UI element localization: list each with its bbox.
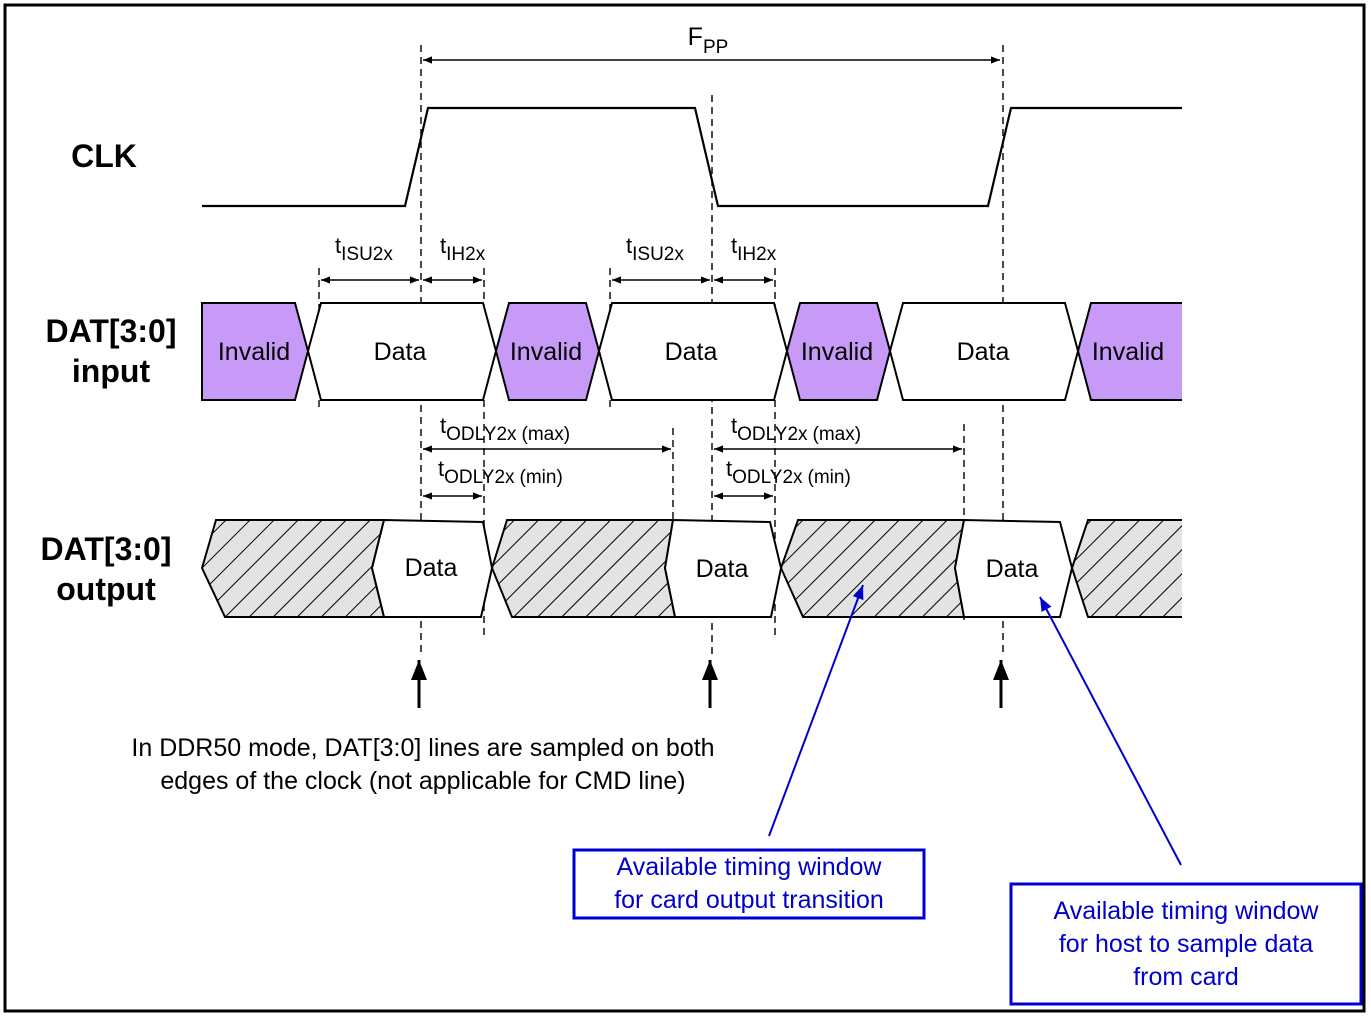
input-segment-label-5: Invalid	[801, 338, 873, 366]
output-transition-window-1	[200, 519, 386, 618]
callout-card-line1: Available timing window	[617, 853, 883, 881]
input-segment-label-6: Data	[957, 338, 1010, 366]
callout-host-line2: for host to sample data	[1059, 930, 1313, 958]
callout-host-line1: Available timing window	[1054, 897, 1320, 925]
output-data-window-1	[370, 518, 494, 618]
output-transition-window-4	[1070, 519, 1182, 618]
odly-max-label-1: tODLY2x(max)	[440, 413, 570, 445]
period-label: FPP	[688, 23, 729, 58]
callout-host-box	[1009, 882, 1363, 1006]
output-data-window-2	[663, 518, 783, 618]
setup-time-label-2: tISU2x	[626, 233, 684, 265]
input-segment-label-7: Invalid	[1092, 338, 1164, 366]
callout-host-line3: from card	[1133, 963, 1239, 991]
input-segment-label-4: Data	[665, 338, 718, 366]
dat-input-label-line1: DAT[3:0]	[46, 313, 177, 349]
setup-time-label-1: tISU2x	[335, 233, 393, 265]
hold-time-label-2: tIH2x	[731, 233, 777, 265]
sampling-note-line2: edges of the clock (not applicable for C…	[160, 767, 685, 795]
output-data-label-2: Data	[696, 555, 749, 583]
odly-max-label-2: tODLY2x(max)	[731, 413, 861, 445]
sampling-note-line1: In DDR50 mode, DAT[3:0] lines are sample…	[131, 734, 714, 762]
odly-min-label-2: tODLY2x(min)	[726, 456, 851, 488]
callout-card-box	[572, 848, 926, 920]
clk-waveform	[202, 106, 1182, 208]
output-data-label-1: Data	[405, 554, 458, 582]
output-data-window-3	[953, 518, 1074, 618]
input-segment-invalid-1	[201, 302, 310, 401]
input-segment-label-1: Invalid	[218, 338, 290, 366]
input-segment-label-2: Data	[374, 338, 427, 366]
callout-card-line2: for card output transition	[614, 886, 884, 914]
input-segment-invalid-4	[1076, 302, 1182, 401]
dat-output-label-line2: output	[56, 571, 156, 607]
callout-host-arrow	[1039, 596, 1182, 866]
output-transition-window-3	[779, 519, 966, 618]
dat-input-label-line2: input	[72, 353, 151, 389]
odly-min-label-1: tODLY2x(min)	[438, 456, 563, 488]
hold-time-label-1: tIH2x	[440, 233, 486, 265]
input-segment-label-3: Invalid	[510, 338, 582, 366]
callout-card-arrow	[768, 584, 864, 837]
output-data-label-3: Data	[986, 555, 1039, 583]
dat-output-label-line1: DAT[3:0]	[41, 531, 172, 567]
output-transition-window-2	[490, 519, 677, 618]
diagram-border	[3, 3, 1366, 1013]
clk-label: CLK	[71, 138, 137, 174]
